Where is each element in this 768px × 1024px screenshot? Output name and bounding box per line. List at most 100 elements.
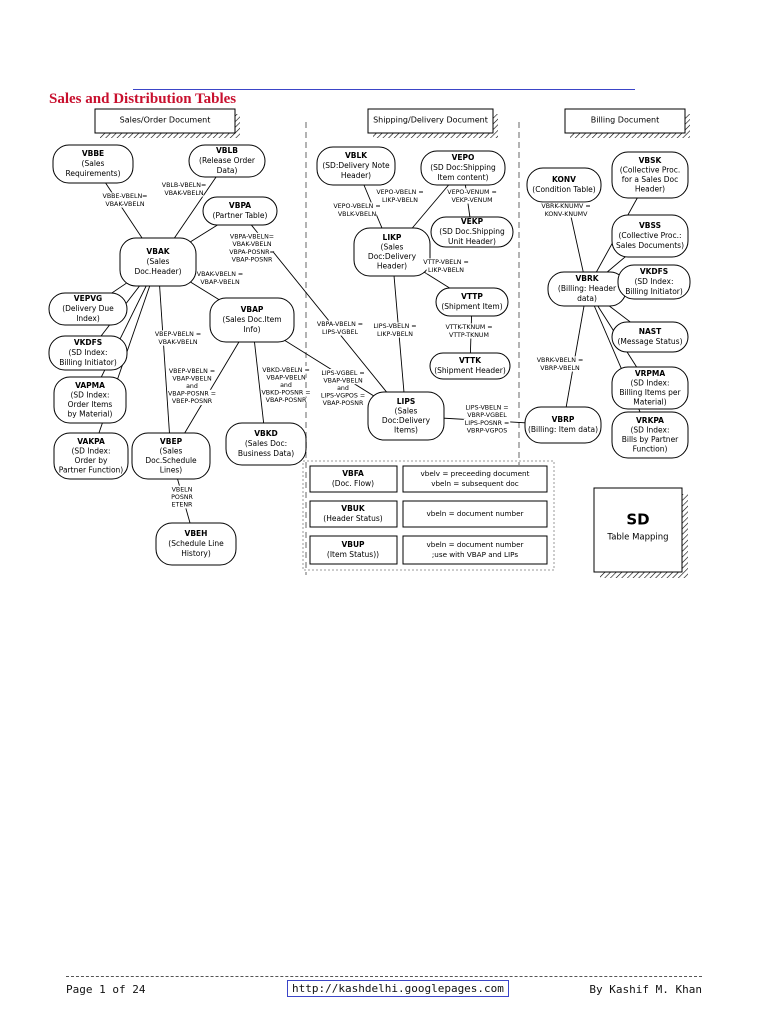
relation-label-bg bbox=[376, 188, 424, 196]
legend-table-label: (Header Status) bbox=[323, 514, 383, 523]
table-node-vbrp: VBRP(Billing: Item data) bbox=[524, 406, 602, 444]
table-node-shape bbox=[52, 144, 134, 184]
relation-label-bg bbox=[164, 189, 204, 197]
table-node-label: (Collective Proc.: bbox=[618, 231, 681, 240]
table-node-label: VEPO bbox=[452, 153, 475, 162]
relation-label-bg bbox=[196, 270, 244, 278]
table-node-label: VRPMA bbox=[635, 369, 666, 378]
table-node-label: Header) bbox=[341, 171, 371, 180]
relation-label-text: VTTP-VBELN = bbox=[423, 259, 469, 266]
relation-label-text: VBRP-VGBEL bbox=[467, 412, 507, 419]
relation-label-bg bbox=[230, 248, 274, 256]
table-node-label: VBBE bbox=[82, 149, 104, 158]
relation-label: VBPA-VBELN =LIPS-VGBEL bbox=[316, 320, 364, 336]
relation-label-text: ETENR bbox=[172, 502, 194, 509]
relation-label-text: VBRK-VBELN = bbox=[537, 357, 583, 364]
table-node-label: VEKP bbox=[461, 217, 484, 226]
table-node-vbsk: VBSK(Collective Proc.for a Sales DocHead… bbox=[611, 151, 689, 199]
table-node-shape bbox=[435, 287, 509, 317]
relation-label-bg bbox=[337, 210, 377, 218]
table-node-shape bbox=[131, 432, 211, 480]
relation-label-text: VBKD-POSNR = bbox=[262, 390, 311, 397]
relation-label-text: LIKP-VBELN bbox=[428, 267, 464, 274]
table-node-label: Lines) bbox=[160, 465, 183, 474]
table-node-shape bbox=[53, 432, 129, 480]
relation-label-bg bbox=[162, 181, 206, 189]
relation-label-bg bbox=[375, 330, 415, 338]
table-node-label: (SD Index: bbox=[630, 378, 669, 387]
section-header-sales bbox=[94, 108, 236, 134]
table-node-label: Order Items bbox=[68, 400, 113, 409]
relation-label-text: LIKP-VBELN bbox=[382, 197, 418, 204]
table-node-label: (SD Index: bbox=[630, 425, 669, 434]
table-node-shape bbox=[225, 422, 307, 466]
table-node-label: Header) bbox=[377, 261, 407, 270]
relation-label-bg bbox=[323, 376, 363, 385]
header-rule bbox=[133, 89, 635, 90]
relation-label-bg bbox=[172, 374, 212, 383]
table-node-label: Data) bbox=[217, 166, 238, 175]
relation-label-bg bbox=[168, 367, 216, 375]
table-node-label: Item content) bbox=[437, 173, 488, 182]
relation-label-bg bbox=[371, 322, 419, 330]
relation-label-text: KONV-KNUMV bbox=[545, 211, 589, 218]
relation-label-bg bbox=[542, 202, 590, 210]
relation-label: VBRK-VBELN =VBRP-VBELN bbox=[537, 356, 583, 372]
relation-label: VEPO-VBELN =VBLK-VBELN bbox=[333, 202, 381, 218]
relation-label-text: VBAP-POSNR bbox=[232, 256, 273, 263]
table-node-label: (Sales Doc.Item bbox=[222, 315, 281, 324]
table-node-vttp: VTTP(Shipment Item) bbox=[435, 287, 509, 317]
site-link[interactable]: http://kashdelhi.googlepages.com bbox=[287, 980, 509, 997]
table-node-shape bbox=[526, 167, 602, 203]
legend-desc: vbeln = subsequent doc bbox=[431, 479, 519, 488]
relation-label-text: and bbox=[186, 383, 198, 390]
relation-label-bg bbox=[172, 397, 212, 405]
table-node-label: VTTP bbox=[461, 292, 483, 301]
relation-label-text: VEPO-VBELN = bbox=[376, 189, 423, 196]
table-node-vkdfs_s: VKDFS(SD Index:Billing Initiator) bbox=[48, 335, 128, 371]
relation-label-bg bbox=[449, 331, 489, 339]
relation-label-bg bbox=[171, 485, 193, 494]
table-node-shape bbox=[611, 214, 689, 258]
relation-label-bg bbox=[232, 255, 272, 264]
relation-label-text: LIPS-VGBEL = bbox=[321, 370, 364, 377]
legend-desc: vbelv = preceeding document bbox=[421, 469, 530, 478]
table-node-label: VBAP bbox=[241, 305, 264, 314]
table-node-label: (Condition Table) bbox=[532, 185, 595, 194]
table-node-shape bbox=[316, 146, 396, 186]
legend-frame bbox=[302, 460, 555, 571]
table-node-label: Billing Items per bbox=[619, 388, 681, 397]
table-node-label: (Sales bbox=[147, 257, 170, 266]
table-node-vttk: VTTK(Shipment Header) bbox=[429, 352, 511, 380]
relation-label-text: VBAK-VBELN bbox=[164, 190, 203, 197]
table-node-label: Bills by Partner bbox=[622, 435, 679, 444]
table-node-shape bbox=[524, 406, 602, 444]
relation-label-bg bbox=[336, 384, 350, 392]
table-node-label: NAST bbox=[639, 327, 662, 336]
table-node-label: (Sales bbox=[160, 446, 183, 455]
section-title: Sales/Order Document bbox=[120, 116, 211, 125]
legend-table-label: VBFA bbox=[342, 469, 364, 478]
relation-label-text: LIPS-VGPOS = bbox=[321, 393, 365, 400]
table-node-label: (SD:Delivery Note bbox=[322, 161, 390, 170]
table-node-label: (Sales bbox=[395, 406, 418, 415]
relation-label-bg bbox=[467, 411, 507, 419]
relation-label-bg bbox=[320, 328, 360, 336]
table-node-label: VKDFS bbox=[74, 338, 102, 347]
table-node-label: VBEP bbox=[160, 437, 183, 446]
legend-table-label: VBUP bbox=[341, 540, 365, 549]
relation-label-text: VBEP-VBELN = bbox=[155, 331, 201, 338]
table-node-shape bbox=[429, 352, 511, 380]
legend-desc: vbeln = document number bbox=[427, 509, 524, 518]
table-node-label: VBAK bbox=[146, 247, 170, 256]
table-node-label: (Billing: Header bbox=[558, 284, 617, 293]
relation-label-text: VEPO-VBELN = bbox=[333, 203, 380, 210]
legend-desc: ;use with VBAP and LIPs bbox=[432, 550, 518, 559]
relation-label-bg bbox=[445, 323, 493, 331]
relation-label-bg bbox=[426, 266, 466, 274]
relation-label-text: VBEP-POSNR bbox=[172, 398, 213, 405]
table-node-label: KONV bbox=[552, 175, 576, 184]
table-node-vbpa: VBPA(Partner Table) bbox=[202, 196, 278, 226]
